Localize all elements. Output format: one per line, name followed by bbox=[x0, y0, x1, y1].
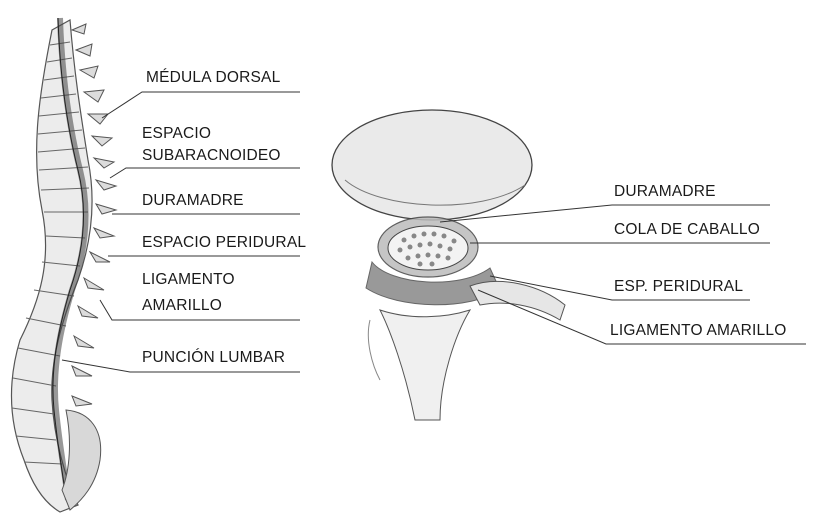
vertebral-body bbox=[332, 110, 532, 220]
spinal-column bbox=[11, 18, 116, 512]
label-duramadre-section: DURAMADRE bbox=[614, 182, 716, 202]
sacrum bbox=[62, 410, 101, 510]
label-duramadre-spine: DURAMADRE bbox=[142, 191, 244, 211]
label-puncion-lumbar: PUNCIÓN LUMBAR bbox=[142, 348, 285, 368]
label-subaracnoideo: SUBARACNOIDEO bbox=[142, 146, 281, 166]
spinous-process bbox=[380, 310, 470, 420]
label-ligamento-amarillo: LIGAMENTO AMARILLO bbox=[610, 321, 786, 341]
label-espacio-peridural: ESPACIO PERIDURAL bbox=[142, 233, 306, 253]
label-esp-peridural: ESP. PERIDURAL bbox=[614, 277, 743, 297]
label-ligamento: LIGAMENTO bbox=[142, 270, 235, 290]
label-espacio: ESPACIO bbox=[142, 124, 211, 144]
vertebra-cross-section bbox=[332, 110, 565, 420]
label-amarillo: AMARILLO bbox=[142, 296, 222, 316]
label-cola-de-caballo: COLA DE CABALLO bbox=[614, 220, 760, 240]
transverse-process bbox=[470, 281, 565, 320]
label-medula-dorsal: MÉDULA DORSAL bbox=[146, 68, 280, 88]
